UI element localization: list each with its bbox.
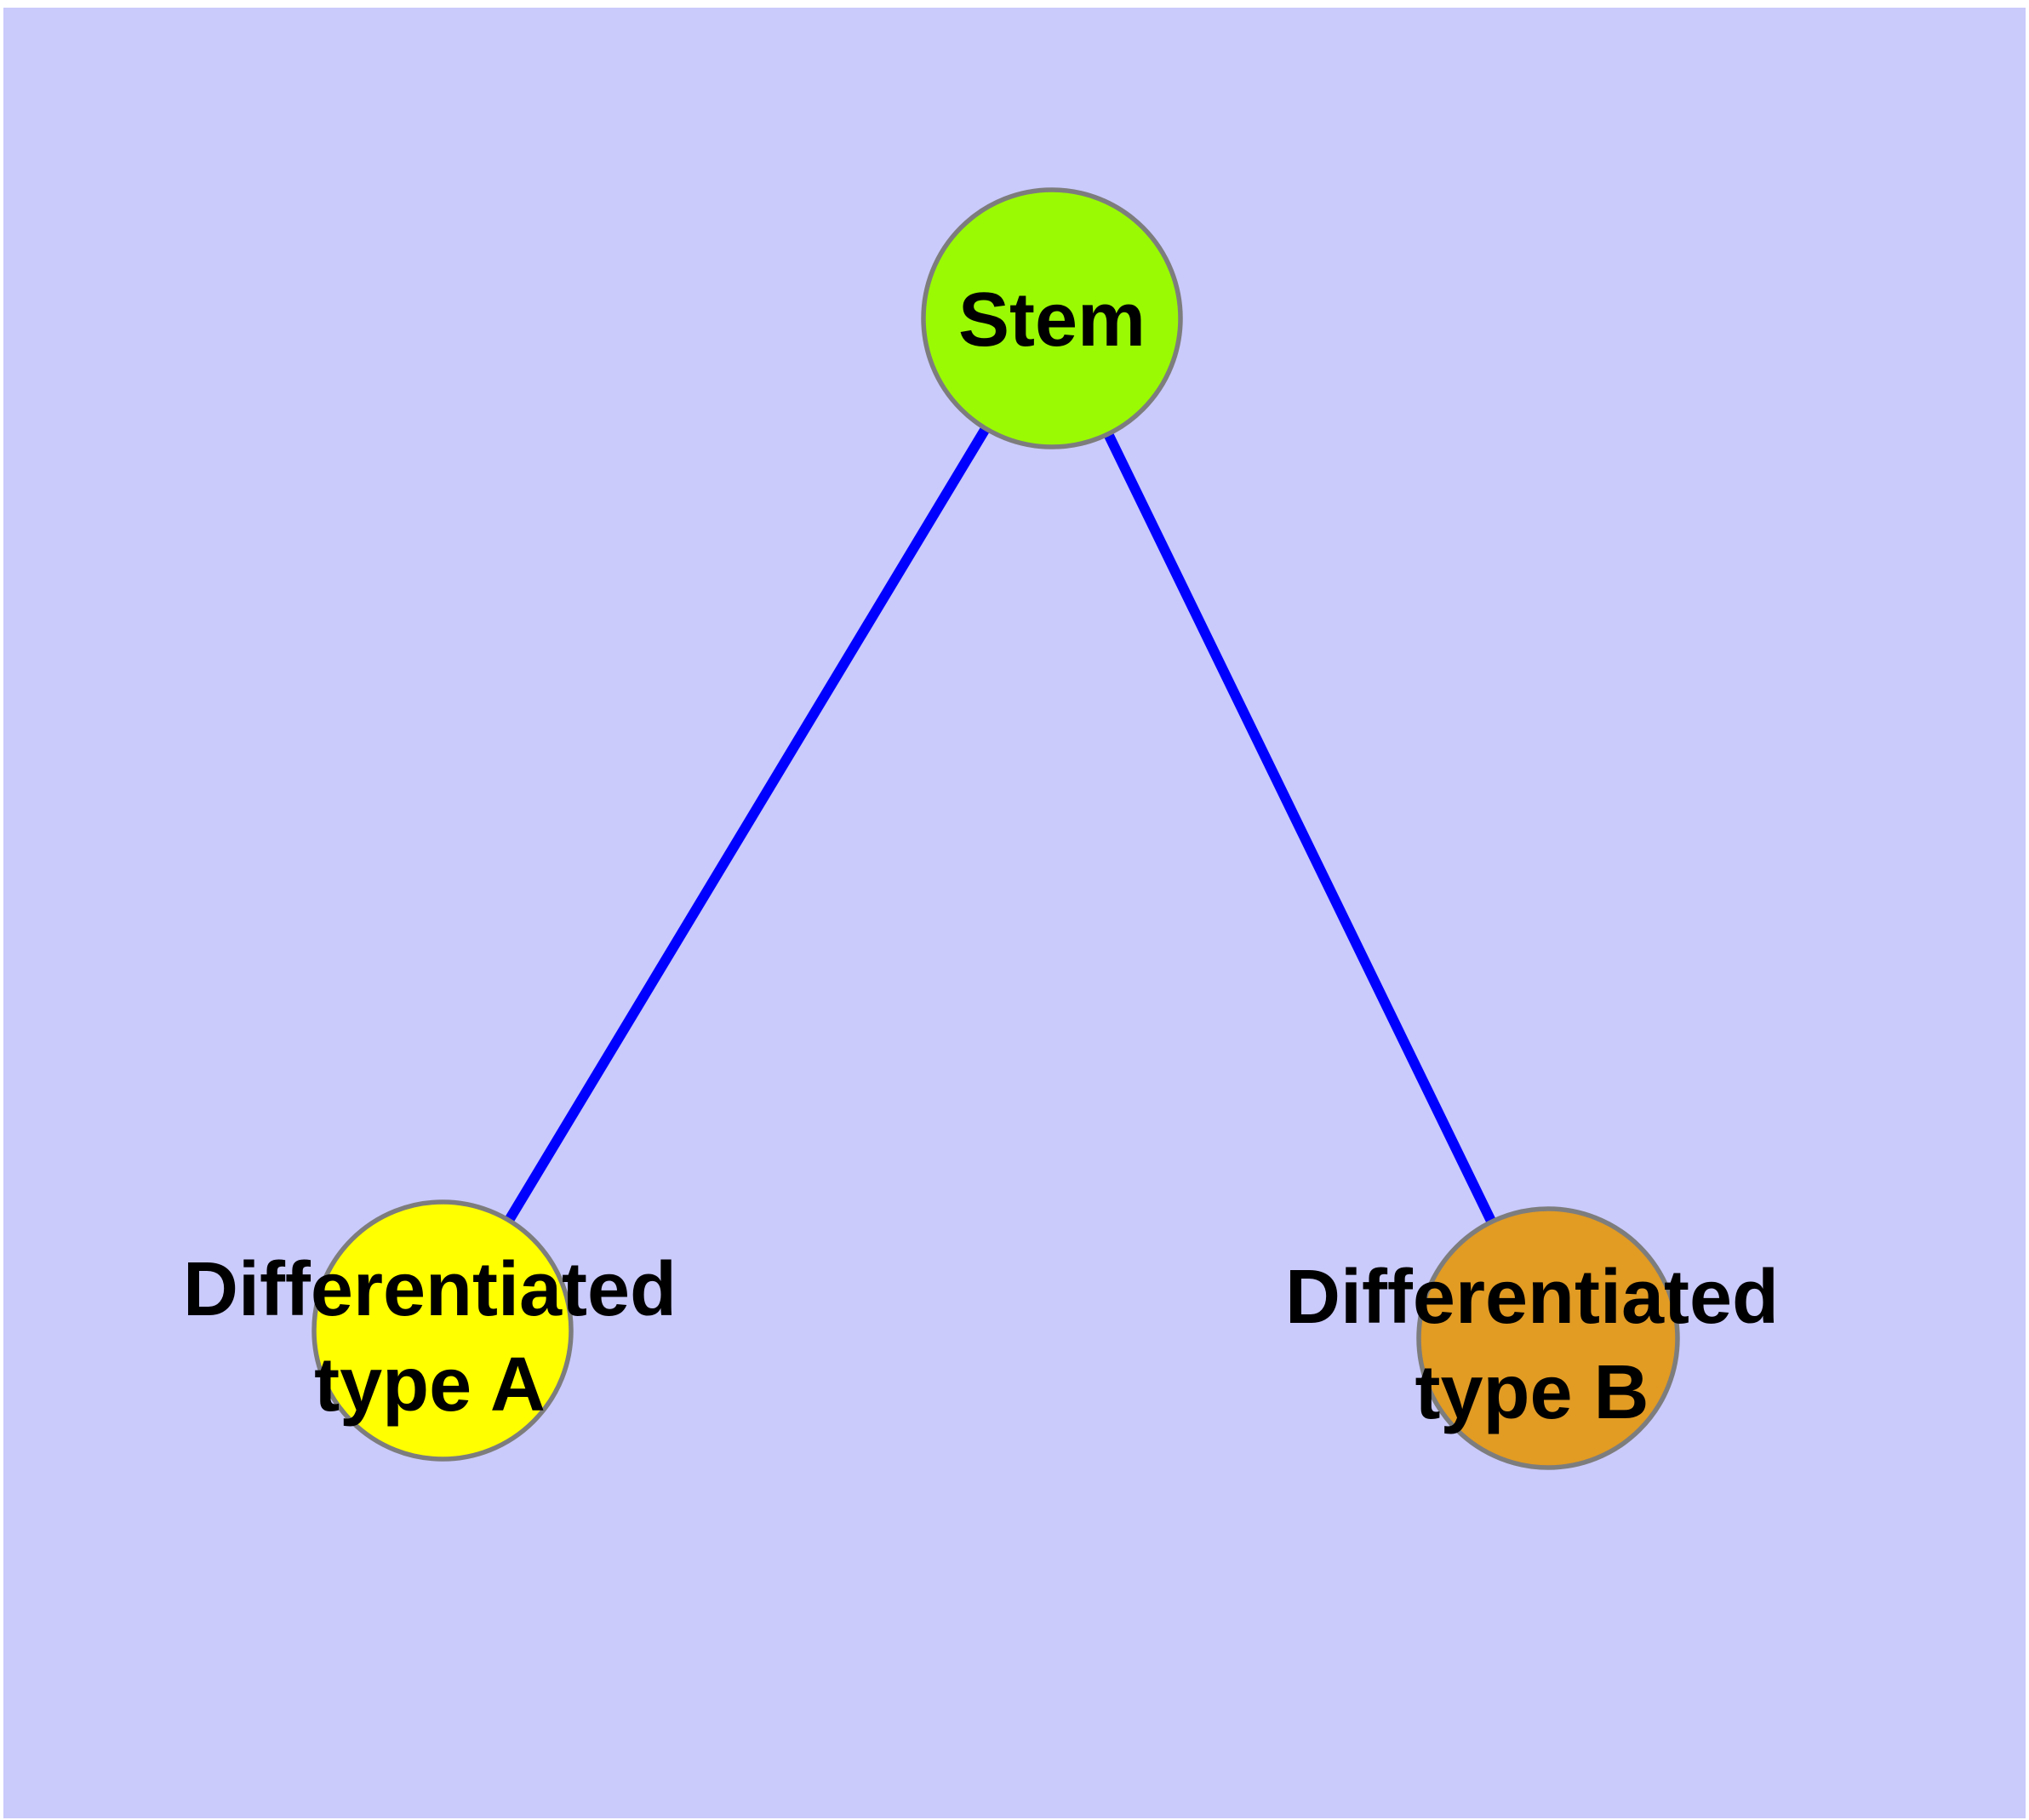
type-b-node-label-line2: type B (1415, 1350, 1649, 1435)
type-b-node-circle (1416, 1206, 1680, 1470)
stem-node-circle (921, 187, 1183, 449)
type-a-node-label-line1: Differentiated (183, 1247, 677, 1332)
node-stem: Stem (921, 187, 1183, 449)
type-b-node-label-line1: Differentiated (1285, 1255, 1779, 1340)
stem-node-label: Stem (958, 278, 1146, 363)
type-a-node-circle (311, 1199, 574, 1462)
node-differentiated-type-b: Differentiated type B (1285, 1206, 1779, 1470)
node-differentiated-type-a: Differentiated type A (183, 1199, 677, 1462)
type-a-node-label-line2: type A (314, 1342, 546, 1428)
edge-stem-to-type-a (437, 315, 1057, 1334)
edge-stem-to-type-b (1047, 316, 1553, 1341)
